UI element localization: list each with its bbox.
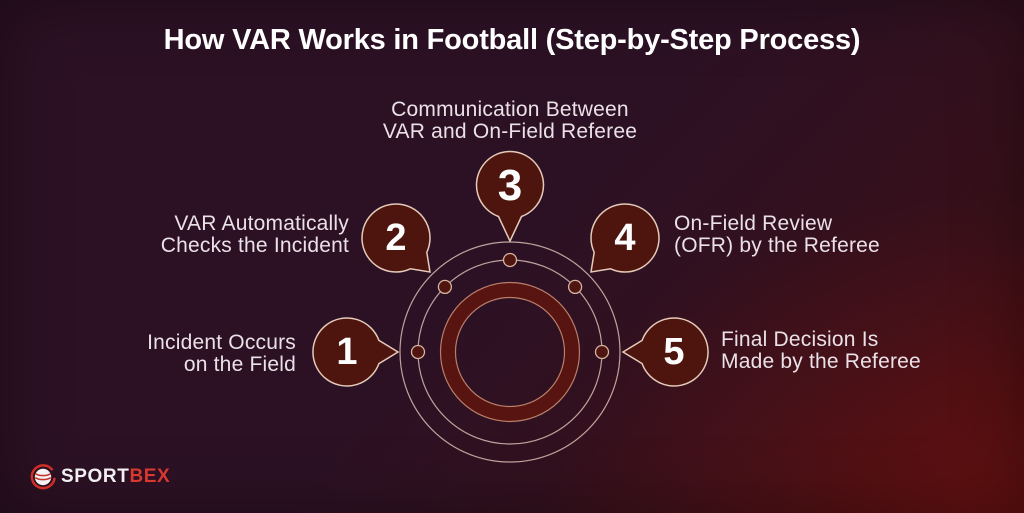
step-bubbles [312, 150, 709, 387]
step-4-number: 4 [614, 217, 636, 259]
step-3-dot [502, 252, 518, 268]
step-4-dot [567, 279, 583, 295]
step-5-number: 5 [663, 331, 685, 373]
step-4-label-line2: (OFR) by the Referee [674, 234, 880, 257]
concentric-rings [399, 241, 621, 463]
step-2-label-line1: VAR Automatically [174, 212, 349, 235]
step-1-dot [410, 344, 426, 360]
step-2-label-line2: Checks the Incident [160, 234, 349, 257]
step-1-label-line1: Incident Occurs [147, 331, 296, 354]
step-5-label-line2: Made by the Referee [721, 350, 921, 373]
step-5-bubble [621, 317, 709, 387]
step-5-label-line1: Final Decision Is [721, 328, 879, 351]
step-1-number: 1 [336, 331, 358, 373]
step-4-label: On-Field Review (OFR) by the Referee [674, 213, 880, 257]
inner-band-ring [440, 282, 580, 422]
sportbex-wordmark: SPORTBEX [61, 464, 170, 490]
step-5-dot [594, 344, 610, 360]
sportbex-logo: SPORTBEX [30, 464, 170, 490]
step-dots [410, 252, 610, 360]
step-4-bubble [590, 203, 660, 273]
step-5-label: Final Decision Is Made by the Referee [721, 329, 921, 373]
outer-circle [399, 241, 621, 463]
sportbex-globe-icon [30, 464, 56, 490]
step-3-label: Communication Between VAR and On-Field R… [383, 99, 637, 143]
brand-bex-text: BEX [129, 466, 171, 487]
step-2-dot [437, 279, 453, 295]
step-1-label: Incident Occurs on the Field [147, 332, 296, 376]
inner-band-inner-edge [454, 296, 566, 408]
step-3-label-line2: VAR and On-Field Referee [382, 120, 638, 143]
inner-band-outer-edge [439, 281, 581, 423]
step-4-label-line1: On-Field Review [674, 212, 833, 235]
step-2-label: VAR Automatically Checks the Incident [161, 213, 349, 257]
brand-sport-text: SPORT [61, 466, 130, 487]
step-3-label-line1: Communication Between [391, 98, 629, 121]
step-2-number: 2 [385, 217, 407, 259]
step-1-bubble [312, 317, 400, 387]
step-3-bubble [475, 150, 545, 243]
step-1-label-line2: on the Field [183, 353, 296, 376]
step-2-bubble [361, 203, 431, 273]
step-3-number: 3 [497, 161, 523, 210]
page-title: How VAR Works in Football (Step-by-Step … [163, 24, 861, 56]
